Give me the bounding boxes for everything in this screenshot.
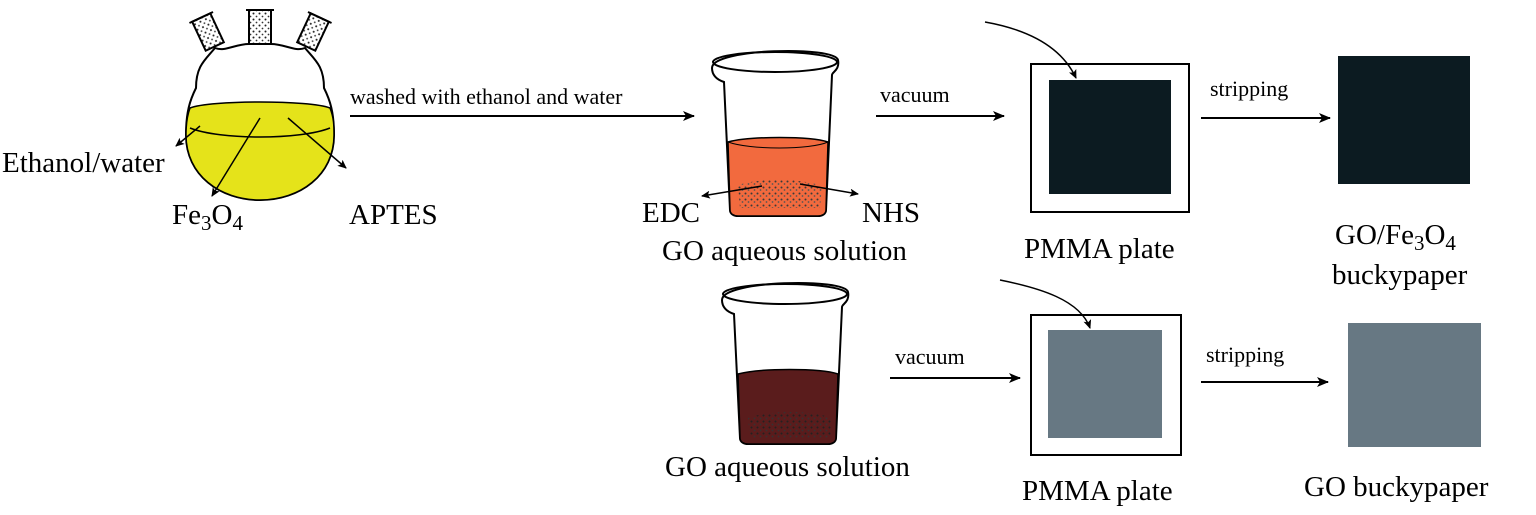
pmma-plate-bottom — [999, 279, 1182, 456]
stripping-top-label: stripping — [1210, 76, 1288, 101]
plate-bottom-film — [1048, 330, 1162, 438]
plate-top-film — [1049, 80, 1171, 194]
flask-neck-center — [248, 9, 272, 45]
wash-step-label: washed with ethanol and water — [350, 84, 623, 109]
nhs-label: NHS — [862, 197, 920, 229]
flask-neck-right — [295, 11, 332, 53]
vacuum-top-label: vacuum — [880, 82, 950, 107]
arrow-nhs — [799, 183, 859, 197]
arrow-fe3o4 — [211, 117, 261, 197]
three-neck-flask — [175, 9, 347, 202]
plate-top-curved-arrow — [984, 21, 1077, 79]
edc-label: EDC — [642, 197, 700, 229]
beaker-top-sediment — [738, 179, 822, 208]
fe3o4-label: Fe3O4 — [172, 199, 243, 235]
beaker-bottom — [720, 282, 850, 445]
beaker-top — [701, 50, 859, 217]
product-top-caption-line2: buckypaper — [1332, 259, 1468, 291]
vacuum-bottom-label: vacuum — [895, 344, 965, 369]
beaker-top-caption: GO aqueous solution — [662, 235, 907, 267]
flask-neck-left — [189, 11, 226, 53]
stripping-bottom-label: stripping — [1206, 342, 1284, 367]
arrow-edc — [701, 185, 763, 199]
beaker-bottom-sediment — [748, 412, 832, 438]
flask-liquid — [185, 101, 335, 201]
product-bottom-caption: GO buckypaper — [1304, 471, 1489, 503]
product-bottom-buckypaper — [1348, 323, 1481, 447]
beaker-bottom-caption: GO aqueous solution — [665, 451, 910, 483]
product-top-caption-line1: GO/Fe3O4 — [1335, 219, 1456, 255]
plate-top-caption: PMMA plate — [1024, 233, 1175, 265]
ethanol-water-label: Ethanol/water — [2, 147, 165, 179]
aptes-label: APTES — [349, 199, 438, 231]
product-top-buckypaper — [1338, 56, 1470, 184]
pmma-plate-top — [984, 21, 1190, 213]
arrow-ethanol-water — [175, 125, 201, 147]
plate-bottom-curved-arrow — [999, 279, 1092, 329]
plate-bottom-caption: PMMA plate — [1022, 475, 1173, 507]
arrow-aptes — [287, 117, 347, 169]
